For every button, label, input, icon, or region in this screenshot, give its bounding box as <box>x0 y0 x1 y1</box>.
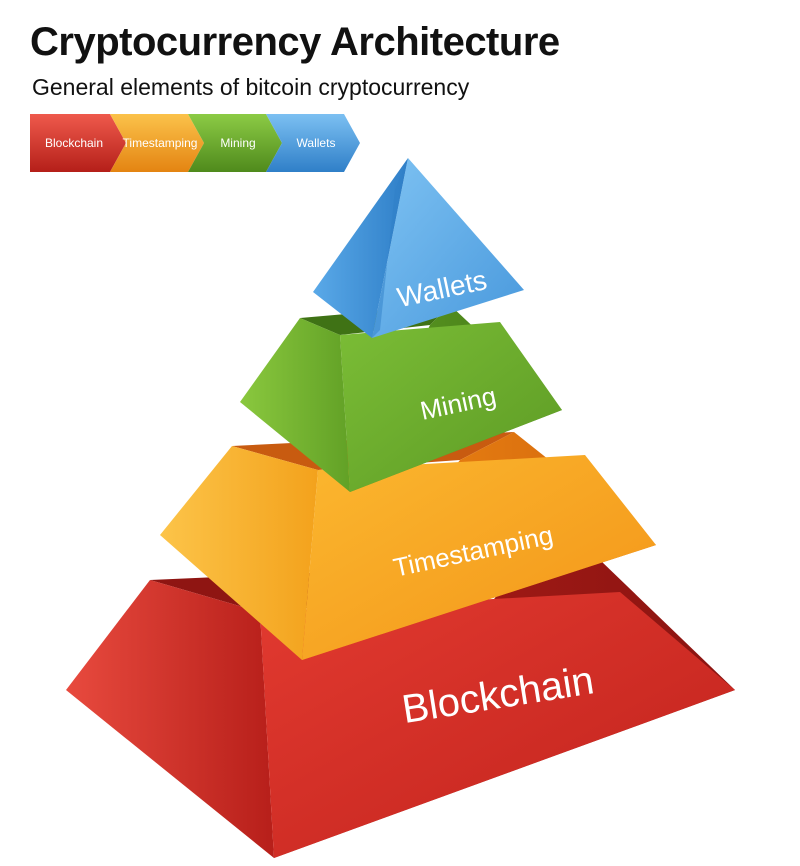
arrow-wallets <box>266 114 360 172</box>
page-title: Cryptocurrency Architecture <box>30 20 560 64</box>
arrow-label-blockchain: Blockchain <box>44 136 104 150</box>
mining-left-face <box>240 318 350 492</box>
arrow-mining <box>188 114 282 172</box>
arrow-label-wallets: Wallets <box>296 136 336 150</box>
wallets-edge-highlight <box>372 158 408 338</box>
arrow-blockchain <box>30 114 126 172</box>
timestamping-front-face <box>302 455 656 660</box>
mining-front-face <box>340 322 562 492</box>
pyramid-layer-mining: Mining <box>240 305 562 492</box>
pyramid-layer-timestamping: Timestamping <box>160 432 656 660</box>
blockchain-front-face <box>260 592 735 858</box>
pyramid-layer-wallets: Wallets <box>313 158 524 338</box>
process-arrows-graphic <box>30 114 360 172</box>
arrow-label-mining: Mining <box>220 136 256 150</box>
wallets-left-face <box>313 158 408 338</box>
page-subtitle: General elements of bitcoin cryptocurren… <box>32 74 470 100</box>
timestamping-left-face <box>160 446 318 660</box>
arrow-label-timestamping: Timestamping <box>122 136 198 150</box>
wallets-front-face <box>372 158 524 338</box>
blockchain-left-face <box>66 580 274 858</box>
process-arrows: Blockchain Timestamping Mining Wallets <box>30 114 360 172</box>
arrow-timestamping <box>110 114 204 172</box>
